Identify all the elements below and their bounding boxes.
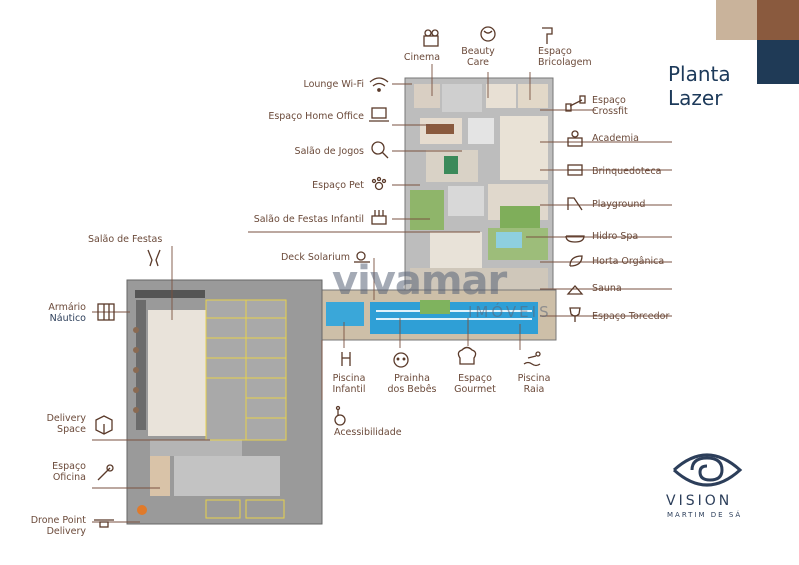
label-piscina-infantil-line1: Piscina (332, 373, 366, 384)
label-horta-organica: Horta Orgânica (592, 256, 665, 267)
baby-icon (393, 352, 409, 368)
label-drone-line2: Delivery (46, 526, 86, 537)
plan-pool-kids (326, 302, 364, 326)
label-crossfit-line1: Espaço (592, 95, 626, 106)
label-piscina-raia: Piscina Raia (514, 373, 554, 395)
label-piscina-infantil: Piscina Infantil (326, 373, 372, 395)
wifi-icon (369, 77, 389, 92)
label-sauna: Sauna (592, 283, 622, 294)
pool-ladder-icon (341, 352, 351, 366)
label-bricolagem-line1: Espaço (538, 46, 572, 57)
swatch-brown (757, 0, 799, 40)
swimmer-icon (523, 351, 541, 367)
label-home-office: Espaço Home Office (268, 111, 364, 122)
label-festas-infantil: Salão de Festas Infantil (253, 214, 364, 225)
beauty-care-icon (480, 26, 496, 42)
label-beauty-care: Beauty Care (456, 46, 500, 68)
label-salao-festas: Salão de Festas (88, 234, 163, 245)
label-piscina-raia-line2: Raia (523, 384, 545, 395)
label-bricolagem-line2: Bricolagem (538, 57, 592, 68)
page-title-line2: Lazer (668, 86, 723, 110)
label-hidro-spa: Hidro Spa (592, 231, 639, 242)
dumbbell-icon (565, 95, 586, 112)
label-espaco-oficina: Espaço Oficina (20, 461, 86, 483)
academia-icon (567, 130, 583, 147)
cake-icon (371, 210, 387, 225)
watermark-text: vivamar (332, 258, 507, 304)
label-delivery-line1: Delivery (46, 413, 86, 424)
swatch-beige (716, 0, 757, 40)
label-drone-point: Drone Point Delivery (10, 515, 86, 537)
locker-icon (97, 303, 115, 321)
label-oficina-line2: Oficina (52, 472, 86, 483)
laptop-icon (369, 107, 389, 122)
champagne-icon (147, 249, 161, 267)
slide-icon (567, 197, 583, 211)
label-gourmet-line2: Gourmet (454, 384, 496, 395)
label-beauty-care-line2: Care (467, 57, 489, 68)
label-bricolagem: Espaço Bricolagem (538, 46, 592, 68)
label-salao-jogos: Salão de Jogos (294, 146, 364, 157)
label-delivery-line2: Space (57, 424, 86, 435)
label-prainha-line1: Prainha (394, 373, 430, 384)
vision-logo-icon (672, 453, 743, 487)
label-gourmet-line1: Espaço (458, 373, 492, 384)
page-title: Planta Lazer (668, 62, 731, 110)
label-armario-line1: Armário (48, 302, 86, 313)
sun-icon (354, 251, 370, 263)
wrench-icon (97, 464, 114, 481)
cinema-icon (423, 29, 439, 47)
label-armario-line2: Náutico (49, 313, 86, 324)
label-crossfit: Espaço Crossfit (592, 95, 628, 117)
label-cinema: Cinema (398, 52, 446, 63)
label-deck-solarium: Deck Solarium (280, 252, 350, 263)
label-piscina-raia-line1: Piscina (517, 373, 551, 384)
label-prainha-line2: dos Bebês (387, 384, 437, 395)
chef-hat-icon (457, 346, 477, 365)
brand-name: VISION (666, 493, 733, 509)
label-espaco-gourmet: Espaço Gourmet (450, 373, 500, 395)
label-espaco-pet: Espaço Pet (312, 180, 364, 191)
label-acessibilidade: Acessibilidade (334, 427, 402, 438)
brand-subtitle: MARTIM DE SÁ (667, 511, 743, 519)
label-academia: Academia (592, 133, 639, 144)
trophy-icon (569, 307, 581, 322)
label-delivery-space: Delivery Space (20, 413, 86, 435)
label-piscina-infantil-line2: Infantil (332, 384, 366, 395)
label-beauty-care-line1: Beauty (461, 46, 495, 57)
label-armario-nautico: Armário Náutico (20, 302, 86, 324)
bathtub-icon (565, 235, 585, 243)
label-oficina-line1: Espaço (52, 461, 86, 472)
watermark-subtext: IMÓVEIS (468, 303, 552, 321)
label-espaco-torcedor: Espaço Torcedor (592, 311, 670, 322)
paw-icon (371, 176, 387, 191)
label-playground: Playground (592, 199, 646, 210)
label-crossfit-line2: Crossfit (592, 106, 628, 117)
label-prainha: Prainha dos Bebês (384, 373, 440, 395)
bricolagem-icon (542, 27, 553, 44)
sauna-icon (566, 285, 584, 295)
leaf-icon (569, 255, 583, 267)
label-drone-line1: Drone Point (30, 515, 86, 526)
ping-pong-icon (371, 141, 389, 159)
brinquedoteca-icon (567, 164, 583, 176)
page-title-line1: Planta (668, 62, 731, 86)
swatch-navy (757, 40, 799, 84)
label-cinema-text: Cinema (403, 52, 441, 63)
drone-icon (94, 519, 114, 528)
wheelchair-icon (334, 405, 346, 426)
label-lounge-wifi: Lounge Wi-Fi (303, 79, 364, 90)
box-icon (95, 415, 113, 435)
label-brinquedoteca: Brinquedoteca (592, 166, 662, 177)
